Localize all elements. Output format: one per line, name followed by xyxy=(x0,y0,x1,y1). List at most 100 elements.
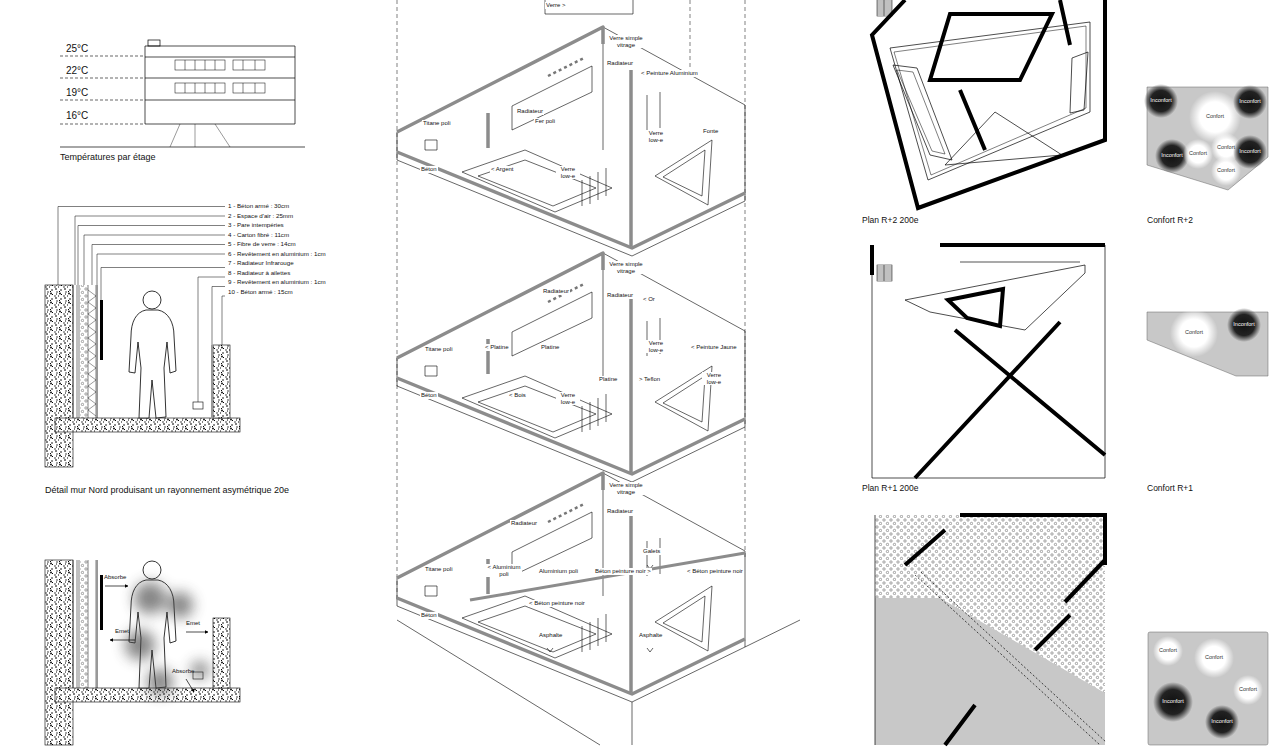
floor-plans-part xyxy=(940,243,1105,247)
floor-plans-part xyxy=(897,70,945,154)
plan-title: Plan R+1 200e xyxy=(862,484,918,493)
floor-plans-part xyxy=(960,261,1080,262)
layer-callout: 2 - Espace d'air : 25mm xyxy=(228,213,293,220)
flux-label: Emet xyxy=(115,628,129,635)
floor-plans-part xyxy=(960,515,1105,565)
wall-detail-part-part xyxy=(101,268,225,301)
layer-callout: 5 - Fibre de verre : 14cm xyxy=(228,241,296,248)
radiation-detail xyxy=(45,560,240,745)
material-label: < Argent xyxy=(490,166,515,173)
wall-detail-part xyxy=(193,402,203,409)
comfort-zone: Confort xyxy=(1153,636,1182,665)
material-label: Verre low-e xyxy=(556,392,580,405)
material-label: < Platine xyxy=(484,344,510,351)
radiation-detail-part-part xyxy=(186,632,208,633)
temperature-label: 16°C xyxy=(66,110,88,121)
zone-label: Inconfort xyxy=(1211,719,1232,725)
radiation-detail-part-part xyxy=(134,582,166,614)
wall-detail-part xyxy=(100,300,103,360)
floor-plans-part xyxy=(894,26,1086,175)
plan-title: Confort R+1 xyxy=(1147,484,1193,493)
zone-label: Inconfort xyxy=(1239,149,1260,155)
discomfort-zone: Inconfort xyxy=(1233,85,1267,119)
material-label: < Bois xyxy=(508,392,527,399)
zone-label: Inconfort xyxy=(1239,99,1260,105)
axonometric-part xyxy=(397,253,745,482)
material-label: Radiateur xyxy=(516,108,544,115)
elevation-part-part xyxy=(233,60,265,70)
elevation-part-part xyxy=(185,60,255,93)
floor-plans-part xyxy=(872,0,1105,208)
floor-plans-part xyxy=(875,598,1105,745)
radiation-detail-part xyxy=(80,560,88,688)
floor-plans-part xyxy=(915,322,1105,478)
wall-detail-part xyxy=(55,418,240,432)
elevation-part xyxy=(60,147,305,148)
material-label: Fonte xyxy=(702,128,719,135)
wall-detail-part xyxy=(80,285,88,418)
elevation-part-part xyxy=(175,60,225,70)
floor-plans-part xyxy=(890,22,1090,180)
layer-callout: 9 - Revêtement en aluminium : 1cm xyxy=(228,279,326,286)
material-label: Verre simple vitrage xyxy=(606,261,646,274)
wall-detail-part-part xyxy=(78,226,225,286)
discomfort-zone: Inconfort xyxy=(1144,84,1178,118)
figure-caption: Températures par étage xyxy=(60,153,156,163)
floor-plans-part xyxy=(905,530,1105,745)
comfort-maps-part xyxy=(1148,632,1268,745)
material-label: Verre simple vitrage xyxy=(606,482,646,495)
material-label: > Teflon xyxy=(638,376,661,383)
wall-detail-part-part xyxy=(75,216,225,285)
zone-label: Confort xyxy=(1159,648,1177,654)
wall-detail xyxy=(45,207,240,468)
axonometric-part-part xyxy=(397,620,800,745)
material-label: Fer poli xyxy=(534,118,556,125)
material-label: < Or xyxy=(642,296,656,303)
zone-label: Confort xyxy=(1189,151,1207,157)
discomfort-zone: Inconfort xyxy=(1227,308,1261,342)
layer-callout: 10 - Béton armé : 15cm xyxy=(228,289,293,296)
floor-plans-part xyxy=(948,289,1003,326)
comfort-maps xyxy=(1147,87,1268,745)
wall-detail-part-part xyxy=(212,287,225,346)
material-label: Radiateur xyxy=(542,288,570,295)
zone-label: Confort xyxy=(1206,114,1224,120)
figure-caption: Détail mur Nord produisant un rayonnemen… xyxy=(45,486,289,496)
material-label: < Aluminium poli xyxy=(486,564,522,577)
radiation-detail-part xyxy=(100,575,103,630)
wall-detail-part-part xyxy=(222,296,225,345)
discomfort-zone: Inconfort xyxy=(1205,705,1239,739)
floor-plans-part xyxy=(870,245,874,275)
material-label: < Béton peinture noir xyxy=(528,600,586,607)
axonometric-part xyxy=(470,553,745,600)
floor-plans-part xyxy=(893,65,952,160)
material-label: Verre low-e xyxy=(702,372,726,385)
axonometric-part xyxy=(397,473,745,702)
comfort-maps-part xyxy=(1147,87,1268,190)
comfort-zone: Confort xyxy=(1183,139,1212,168)
radiation-detail-part-part xyxy=(125,630,155,660)
zone-label: Inconfort xyxy=(1161,153,1182,159)
wall-detail-part xyxy=(88,290,96,416)
elevation-part xyxy=(175,60,265,93)
radiation-detail-part xyxy=(129,561,176,688)
floor-plans-part xyxy=(875,515,1105,745)
wall-detail-part xyxy=(45,285,73,467)
wall-detail-part-part xyxy=(92,245,225,286)
radiation-detail-part-part xyxy=(186,679,194,692)
elevation-part xyxy=(145,46,295,124)
material-label: < Béton peinture noir xyxy=(686,568,744,575)
material-label: Radiateur xyxy=(510,520,538,527)
radiation-detail-part-part xyxy=(105,586,128,587)
wall-detail-part xyxy=(211,345,213,418)
material-label: Titane poli xyxy=(424,566,453,573)
layer-callout: 8 - Radiateur à ailettes xyxy=(228,270,290,277)
wall-detail-part-part xyxy=(97,254,225,285)
radiation-detail-part xyxy=(105,586,208,692)
discomfort-zone: Inconfort xyxy=(1153,682,1193,722)
material-label: < Peinture Aluminium xyxy=(640,70,699,77)
elevation-part xyxy=(60,56,145,124)
wall-detail-part xyxy=(96,285,98,418)
flux-label: Absorbe xyxy=(172,668,194,675)
